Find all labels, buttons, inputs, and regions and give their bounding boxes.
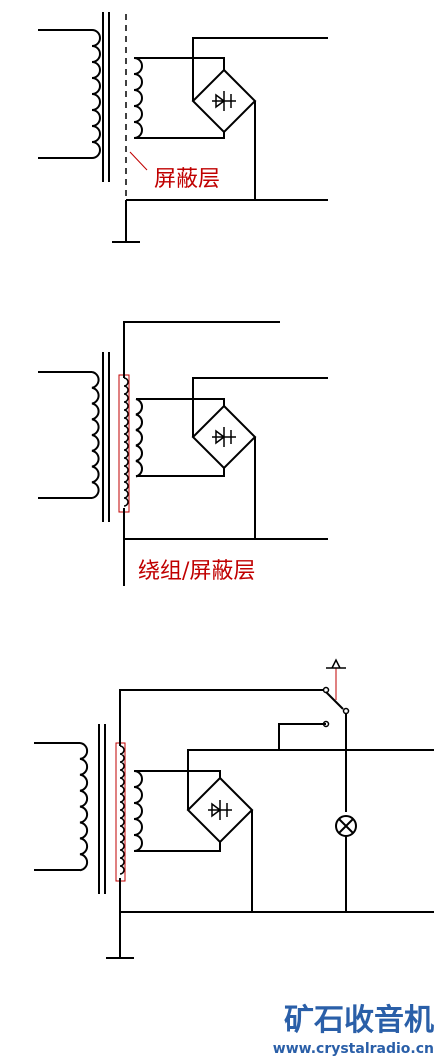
dc-output-positive: [187, 749, 434, 810]
primary-coil: [91, 29, 101, 159]
secondary-lead-bottom: [136, 468, 225, 477]
bridge-diode-symbol: [212, 91, 236, 111]
diagram-2-winding-shield: 绕组/屏蔽层: [38, 321, 328, 586]
secondary-coil: [133, 57, 143, 139]
bridge-rectifier: [186, 776, 254, 844]
switch-actuator-knob: [326, 658, 346, 669]
dc-output-positive: [192, 37, 328, 101]
switch-lead-b: [278, 723, 326, 750]
bridge-diode-symbol: [208, 800, 232, 820]
bridge-rectifier: [191, 404, 257, 470]
shield-winding-coil: [123, 377, 129, 507]
shield-leader-line: [129, 151, 148, 171]
secondary-coil: [135, 398, 143, 478]
shield-label: 屏蔽层: [154, 167, 220, 192]
primary-coil: [91, 371, 100, 499]
watermark-brand: 矿石收音机: [284, 1003, 434, 1038]
secondary-lead-bottom: [134, 842, 221, 852]
primary-coil: [79, 742, 89, 872]
switch-blade: [325, 691, 344, 710]
watermark: 矿石收音机 www.crystalradio.cn: [273, 1003, 434, 1057]
winding-shield-label: 绕组/屏蔽层: [138, 559, 255, 584]
switch-contact-common: [322, 686, 330, 694]
diagram-3-switched-shield: [34, 658, 434, 959]
switch-contact-a: [342, 707, 350, 715]
secondary-coil: [133, 770, 143, 852]
secondary-lead-bottom: [134, 132, 225, 139]
shield-winding-coil: [119, 745, 125, 875]
diagram-1-shield-layer: 屏蔽层: [38, 12, 328, 243]
secondary-lead-top: [136, 398, 225, 406]
secondary-lead-top: [134, 57, 225, 70]
bridge-rectifier: [191, 68, 257, 134]
secondary-lead-top: [134, 770, 221, 778]
shield-top-lead: [119, 689, 326, 746]
watermark-url: www.crystalradio.cn: [273, 1041, 434, 1057]
indicator-lamp-cross: [338, 818, 354, 834]
shield-top-lead: [123, 321, 280, 378]
bridge-diode-symbol: [212, 427, 236, 447]
dc-output-positive: [192, 377, 328, 437]
